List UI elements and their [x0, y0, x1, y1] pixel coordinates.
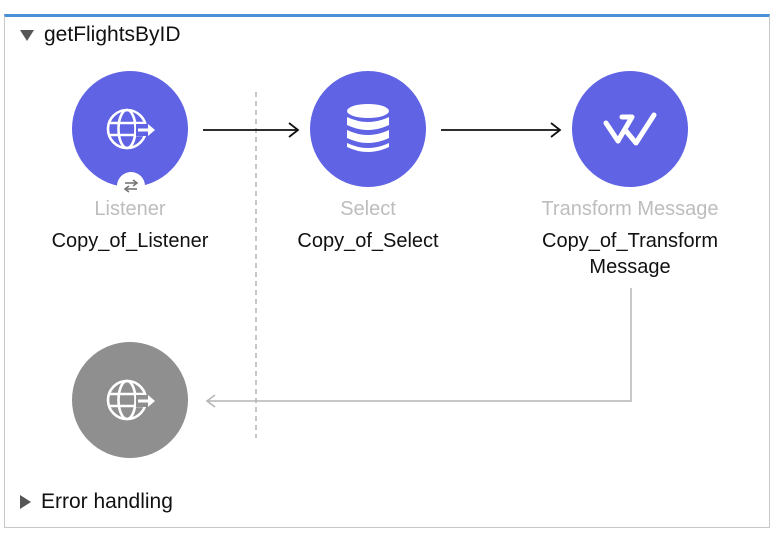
flow-container: [4, 14, 770, 528]
collapse-triangle-icon[interactable]: [20, 29, 34, 41]
flow-header[interactable]: getFlightsByID: [20, 23, 181, 47]
globe-arrow-icon: [106, 379, 155, 421]
listener-response-node[interactable]: [72, 342, 188, 458]
listener-type-label: Listener: [94, 198, 166, 220]
select-name-label: Copy_of_Select: [297, 230, 439, 252]
response-return-line: [208, 288, 632, 402]
error-handling-label: Error handling: [41, 490, 173, 513]
listener-node[interactable]: [72, 71, 188, 187]
error-handling-header[interactable]: Error handling: [20, 490, 173, 514]
dataweave-check-icon: [603, 112, 657, 146]
listener-badge: [117, 172, 145, 200]
select-type-label: Select: [340, 198, 396, 220]
select-node[interactable]: [310, 71, 426, 187]
globe-arrow-icon: [106, 108, 155, 150]
transform-message-node[interactable]: [572, 71, 688, 187]
transform-name-label: Copy_of_Transform Message: [542, 230, 718, 278]
database-icon: [347, 104, 389, 152]
expand-triangle-icon[interactable]: [20, 495, 31, 509]
flow-title: getFlightsByID: [44, 23, 181, 46]
transform-type-label: Transform Message: [541, 198, 719, 220]
listener-name-label: Copy_of_Listener: [51, 230, 209, 252]
exchange-arrows-icon: [123, 179, 139, 193]
